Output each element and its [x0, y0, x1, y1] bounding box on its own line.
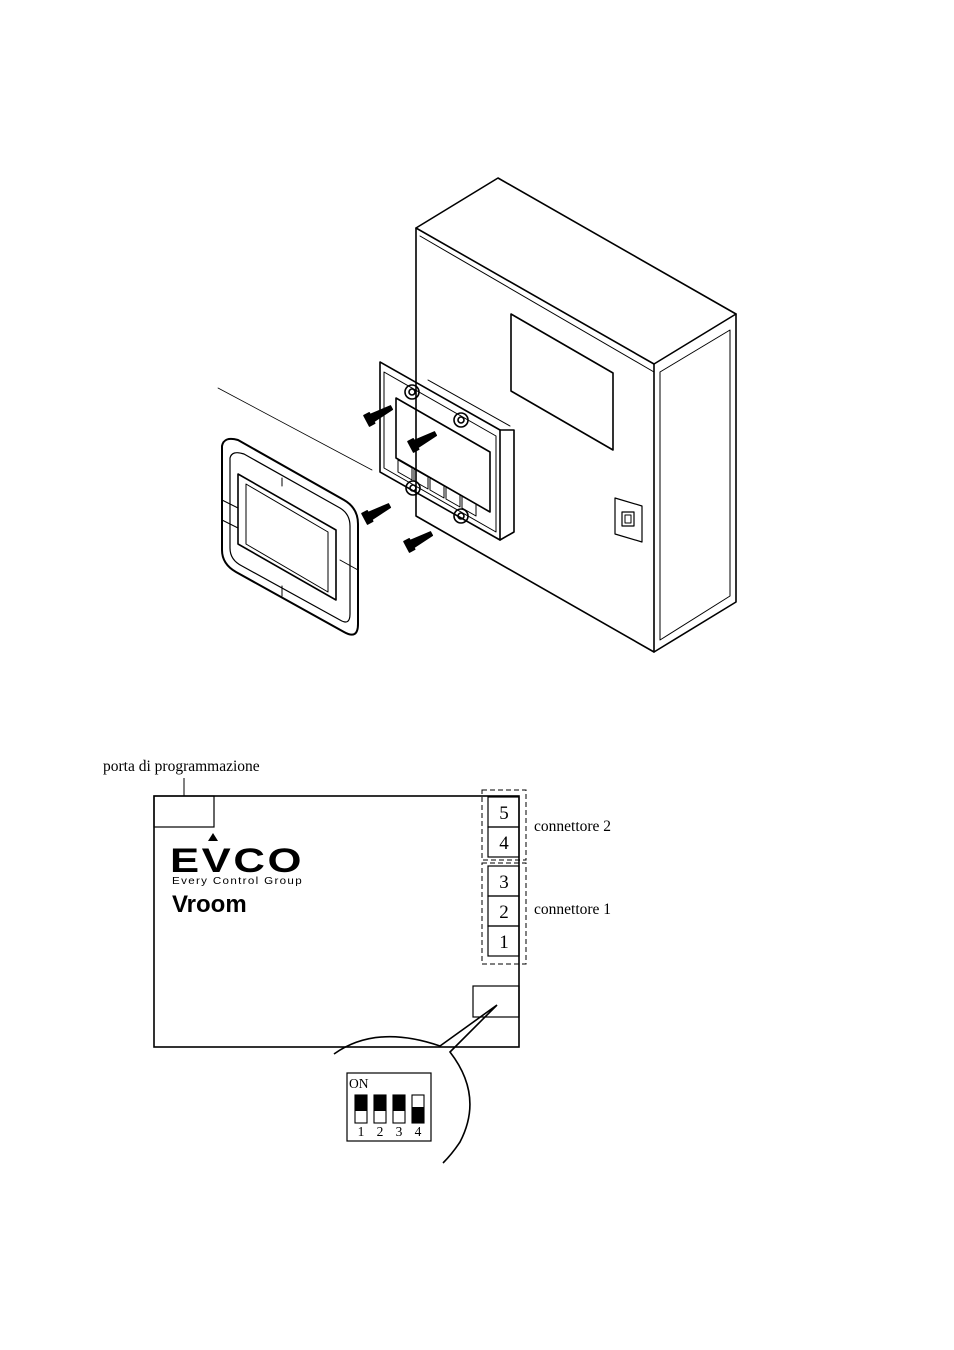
terminal-3-label: 3 [499, 872, 509, 893]
mounting-back-plate [380, 362, 514, 540]
dip-switch-3-lever [393, 1095, 405, 1111]
dip-switch-1-lever [355, 1095, 367, 1111]
dip-switch-location [473, 986, 519, 1017]
dip-number-1: 1 [358, 1124, 365, 1139]
evco-logo: EVCO Every Control Group Vroom [170, 833, 304, 918]
logo-arrow-icon [208, 833, 218, 841]
connector-1-label: connettore 1 [534, 901, 611, 918]
electrical-enclosure [416, 178, 736, 652]
enclosure-window [511, 314, 613, 450]
product-name: Vroom [172, 891, 247, 918]
terminal-1-label: 1 [499, 932, 509, 953]
connector-2-label: connettore 2 [534, 818, 611, 835]
terminal-4-label: 4 [499, 833, 509, 854]
front-device [222, 439, 358, 635]
alignment-line [218, 388, 372, 470]
mounting-illustration [218, 178, 736, 652]
dip-number-4: 4 [415, 1124, 422, 1139]
dip-number-2: 2 [377, 1124, 384, 1139]
enclosure-switch [615, 498, 642, 542]
board-schematic: porta di programmazione EVCO Every Contr… [103, 758, 611, 1163]
terminal-2-label: 2 [499, 902, 509, 923]
controller-board [154, 796, 519, 1047]
logo-tagline: Every Control Group [172, 875, 303, 887]
dip-switch-2-lever [374, 1095, 386, 1111]
programming-port [154, 796, 214, 827]
connector-1: 3 2 1 connettore 1 [482, 863, 611, 964]
connector-2: 5 4 connettore 2 [482, 790, 611, 860]
dip-switch-detail: ON 1 2 3 4 [347, 1073, 431, 1141]
dip-number-3: 3 [396, 1124, 403, 1139]
terminal-5-label: 5 [499, 803, 509, 824]
dip-switch-4-lever [412, 1107, 424, 1123]
programming-port-label: porta di programmazione [103, 758, 260, 775]
dip-on-label: ON [349, 1076, 369, 1091]
